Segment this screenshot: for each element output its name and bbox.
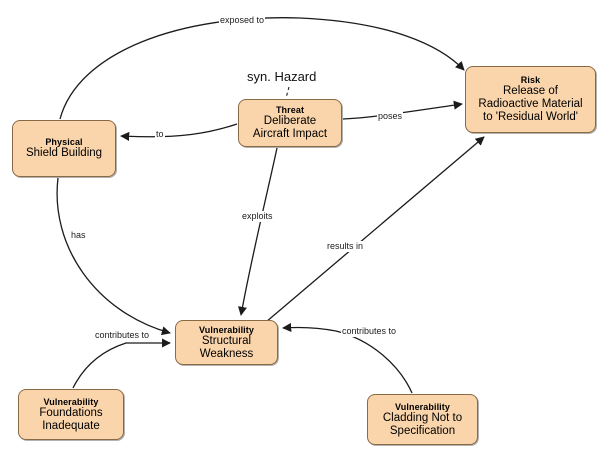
node-name-label: Release of Radioactive Material to 'Resi… [478, 85, 583, 123]
node-vuln-foundations[interactable]: Vulnerability Foundations Inadequate [18, 389, 124, 440]
node-name-label: Foundations Inadequate [39, 406, 103, 432]
edge-label-contributes-to-foundations: contributes to [94, 330, 151, 341]
node-name-label: Cladding Not to Specification [382, 411, 463, 437]
node-name-label: Shield Building [25, 147, 103, 160]
node-vuln-structural-weakness[interactable]: Vulnerability Structural Weakness [175, 320, 278, 365]
node-vuln-cladding[interactable]: Vulnerability Cladding Not to Specificat… [367, 394, 478, 445]
node-kind-label: Physical [45, 137, 83, 148]
node-kind-label: Vulnerability [395, 401, 450, 412]
node-name-label: Deliberate Aircraft Impact [252, 115, 328, 141]
node-shield-building[interactable]: Physical Shield Building [12, 120, 116, 177]
edge-contributes-to-foundations [72, 338, 171, 389]
edge-label-to: to [155, 129, 165, 140]
edge-results-in [265, 136, 485, 323]
node-name-label: Structural Weakness [199, 334, 254, 360]
node-kind-label: Threat [275, 105, 305, 116]
node-kind-label: Vulnerability [43, 396, 99, 407]
node-threat-aircraft-impact[interactable]: Threat Deliberate Aircraft Impact [238, 99, 342, 147]
node-kind-label: Risk [520, 75, 541, 86]
edge-exploits [238, 147, 278, 316]
node-kind-label: Vulnerability [199, 324, 254, 335]
edge-label-exposed-to: exposed to [219, 15, 266, 26]
edge-label-exploits: exploits [241, 211, 274, 222]
edge-label-has: has [70, 230, 87, 241]
edge-to [120, 123, 238, 141]
edge-has [56, 177, 171, 336]
edge-contributes-to-cladding [282, 322, 413, 394]
edge-label-results-in: results in [326, 241, 365, 252]
edge-label-poses: poses [377, 111, 404, 122]
annotation-syn-hazard: syn. Hazard [247, 69, 317, 84]
node-risk-release[interactable]: Risk Release of Radioactive Material to … [465, 66, 596, 133]
edge-label-contributes-to-cladding: contributes to [341, 326, 398, 337]
annotation-syn-hazard-connector [285, 86, 290, 99]
